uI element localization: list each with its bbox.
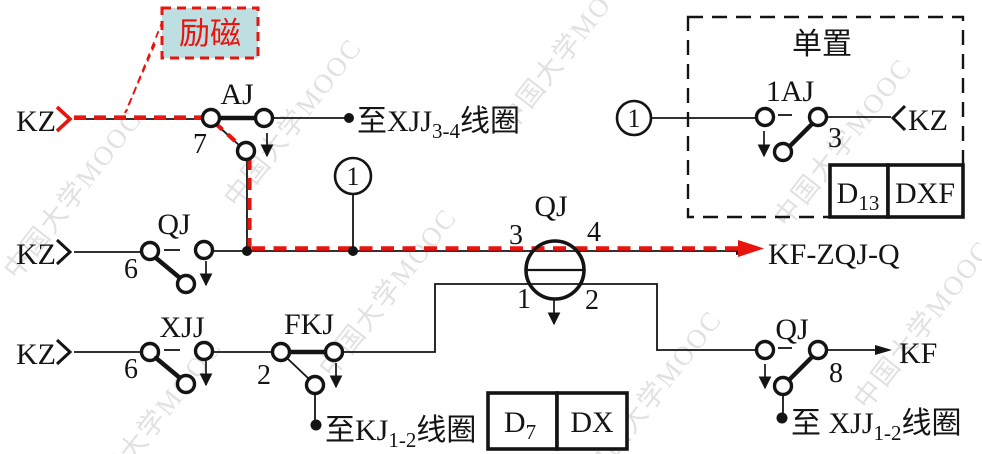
red-arrowhead-icon	[738, 240, 764, 257]
qj8-terminal-left	[754, 339, 776, 361]
red-dash-slant	[213, 121, 246, 151]
qj8-terminal-back	[772, 375, 794, 397]
qj8-terminal-right	[807, 339, 829, 361]
aj-pin: 7	[193, 129, 207, 160]
xjj-blade	[153, 355, 183, 381]
relay-qj-label: QJ	[534, 190, 568, 223]
inset-box-danzhi: 单置 1 1AJ 3 KZ D13 DXF	[615, 15, 965, 219]
relay-pin-2: 2	[585, 285, 599, 316]
wire-label-to-kj12: 至KJ1-2线圈	[325, 414, 476, 452]
kz-row3-label: KZ	[16, 338, 56, 371]
contact-qj8	[754, 339, 829, 397]
fkj-terminal-left	[270, 341, 292, 363]
kz-row2-label: KZ	[16, 238, 56, 271]
junction-dot	[348, 246, 358, 256]
aj1-terminal-right	[807, 106, 829, 128]
aj1-pin: 3	[828, 123, 842, 154]
qj6-blade	[153, 255, 183, 281]
fkj-terminal-right	[323, 341, 345, 363]
qj6-label: QJ	[157, 208, 191, 241]
kz-row1-red-chevron-icon	[55, 105, 73, 133]
table-dx-text: DX	[570, 406, 614, 439]
table-cell-dx	[555, 391, 629, 451]
table-cell-dxf	[886, 163, 965, 219]
fkj-back-slant	[287, 358, 310, 380]
callout-label: 励磁	[179, 16, 241, 51]
table-d7-dx: D7 DX	[486, 391, 629, 451]
aj1-terminal-left	[754, 106, 776, 128]
xjj-terminal-left	[139, 341, 161, 363]
relay-pin-1: 1	[517, 284, 531, 315]
xjj-pin: 6	[124, 354, 138, 385]
contact-fkj	[270, 341, 345, 396]
node-1-box-digit: 1	[628, 104, 641, 133]
aj1-label: 1AJ	[766, 75, 815, 108]
aj-terminal-left	[200, 107, 222, 129]
wire-row3-to-qj8	[343, 283, 756, 353]
qj6-terminal-left	[139, 240, 161, 262]
node-1-digit: 1	[347, 162, 360, 191]
node-1-circle	[333, 156, 373, 196]
qj6-terminal-right	[193, 239, 215, 261]
kz-row1-label: KZ	[16, 105, 56, 138]
contact-xjj	[139, 340, 215, 395]
relay-qj-symbol: QJ 3 4 1 2	[509, 190, 601, 326]
excitation-path	[55, 105, 764, 257]
table-dxf-text: DXF	[895, 177, 955, 210]
inset-box-title: 单置	[792, 28, 852, 61]
table-cell-d13	[828, 163, 890, 219]
relay-pin-3: 3	[509, 220, 523, 251]
kz-row2-chevron-icon	[55, 238, 73, 266]
qj8-blade	[787, 354, 815, 382]
kz-box-chevron-icon	[890, 104, 907, 132]
node-1-box-circle	[615, 99, 653, 137]
junction-dot	[242, 246, 252, 256]
qj6-pin: 6	[124, 254, 138, 285]
aj-terminal-back	[235, 140, 257, 162]
table-d13-text: D13	[837, 177, 880, 215]
fkj-label: FKJ	[284, 308, 334, 341]
table-d7-text: D7	[504, 406, 536, 444]
callout-leader-line	[124, 43, 156, 114]
relay-pin-4: 4	[587, 217, 601, 248]
contact-1aj	[754, 106, 829, 163]
fkj-terminal-back	[304, 374, 326, 396]
qj6-terminal-back	[175, 273, 197, 295]
arrowhead-kf	[875, 345, 892, 355]
aj-label: AJ	[220, 78, 254, 111]
kf-label: KF	[899, 337, 937, 370]
terminal-dot-xjj12	[776, 412, 788, 424]
contact-aj	[200, 107, 275, 162]
aj1-blade	[787, 121, 815, 149]
kz-box-label: KZ	[908, 104, 948, 137]
xjj-terminal-back	[175, 373, 197, 395]
aj-terminal-right	[253, 107, 275, 129]
terminal-dot-kj12	[310, 419, 322, 431]
terminal-dot-xjj34	[344, 113, 354, 123]
node-1-main: 1	[333, 156, 373, 196]
contact-qj6	[139, 239, 215, 295]
excitation-callout: 励磁	[124, 6, 260, 114]
wire-label-to-xjj12: 至 XJJ1-2线圈	[791, 407, 962, 445]
kz-row3-chevron-icon	[55, 338, 73, 366]
inset-box-border	[686, 15, 965, 219]
kf-zqj-q-label: KF-ZQJ-Q	[768, 238, 900, 271]
relay-qj-circle	[524, 239, 586, 301]
xjj-terminal-right	[193, 340, 215, 362]
aj1-terminal-back	[772, 141, 794, 163]
xjj-label: XJJ	[159, 311, 204, 344]
table-d13-dxf: D13 DXF	[828, 163, 965, 219]
wire-label-to-xjj34: 至XJJ3-4线圈	[357, 105, 520, 143]
callout-box	[160, 6, 260, 60]
qj8-pin: 8	[829, 358, 843, 389]
qj8-label: QJ	[775, 313, 809, 346]
fkj-pin: 2	[257, 360, 271, 391]
